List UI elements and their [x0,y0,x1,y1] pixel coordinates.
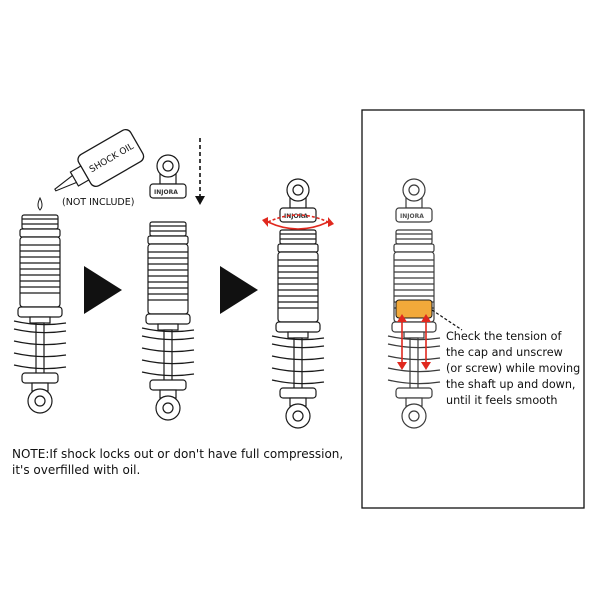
tension-callout: Check the tension of the cap and unscrew… [446,329,594,409]
cap-label: INJORA [400,213,424,220]
up-down-arrow-icon [397,314,431,370]
callout-line: Check the tension of [446,330,562,343]
step-arrow-icon [220,266,258,314]
leader-line [431,309,463,331]
shock-absorber-icon [13,214,67,414]
step-arrow-icon [84,266,122,314]
oil-bottle-icon: SHOCK OIL [54,128,145,192]
rotate-arrow-icon [262,214,334,230]
shock-cap: INJORA [395,178,433,223]
cap-label: INJORA [154,189,178,196]
shock-cap: INJORA [279,178,317,223]
callout-line: (or screw) while moving [446,362,581,375]
not-included-note: (NOT INCLUDE) [62,197,134,208]
note-line: NOTE:If shock locks out or don't have fu… [12,447,344,461]
callout-line: the cap and unscrew [446,346,563,359]
oil-drop-icon [37,196,43,211]
shock-absorber-icon [141,221,195,421]
callout-frame [361,109,585,509]
shock-absorber-icon [387,229,441,429]
overfill-note: NOTE:If shock locks out or don't have fu… [12,446,352,478]
shock-cap: INJORA [149,154,187,199]
note-line: it's overfilled with oil. [12,463,141,477]
shock-absorber-icon [271,229,325,429]
callout-line: the shaft up and down, [446,378,576,391]
down-arrow-icon [195,138,205,205]
callout-line: until it feels smooth [446,394,558,407]
cap-label: INJORA [284,213,308,220]
highlight-ring [395,299,433,319]
